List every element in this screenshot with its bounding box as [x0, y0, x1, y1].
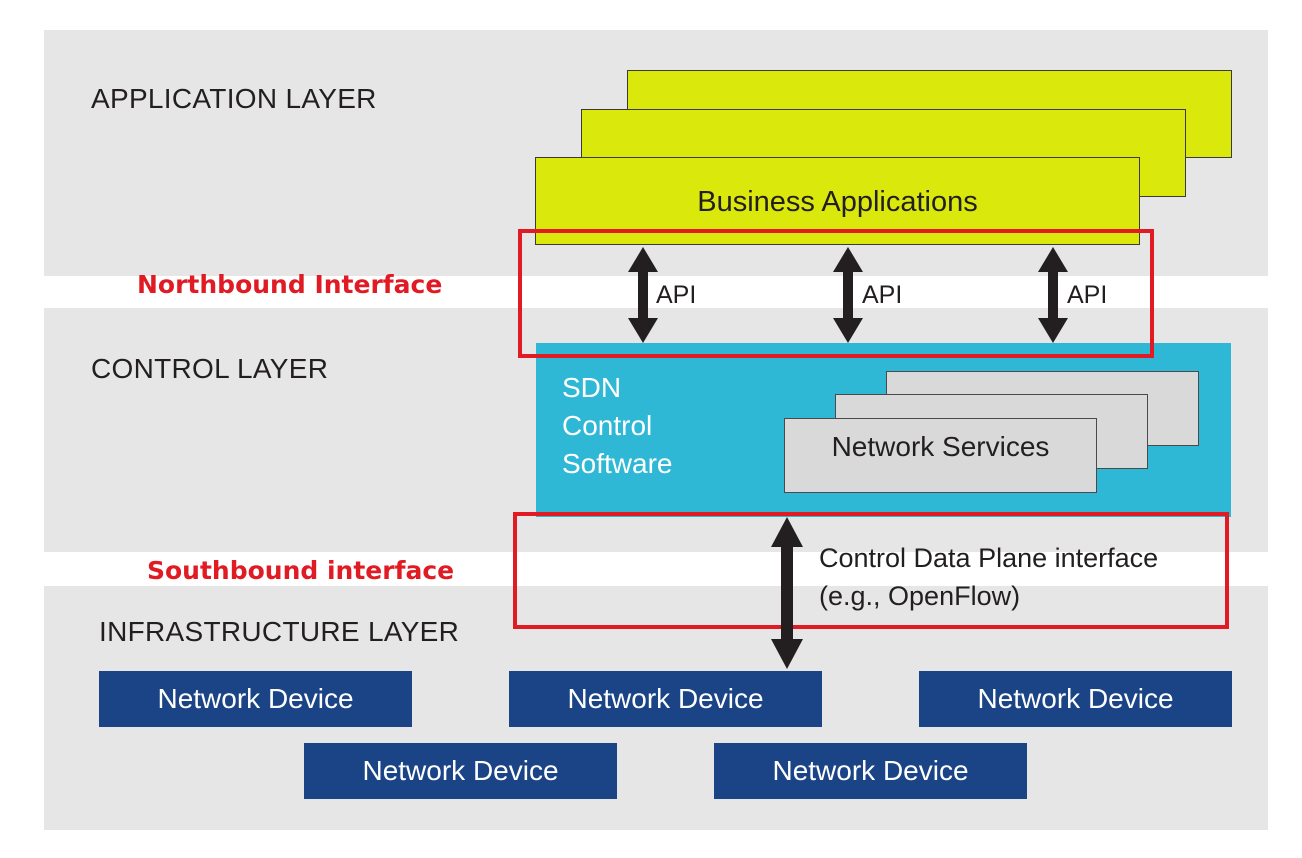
- control-data-plane-line-2: (e.g., OpenFlow): [819, 581, 1021, 611]
- api-arrow-3: [1038, 247, 1068, 343]
- sdn-label-line-2: Control: [562, 410, 653, 441]
- api-arrow-1: [628, 247, 658, 343]
- northbound-interface-box: [518, 229, 1154, 358]
- southbound-interface-label: Southbound interface: [147, 556, 455, 585]
- network-device-4: Network Device: [304, 743, 617, 799]
- network-device-1: Network Device: [99, 671, 412, 727]
- api-arrow-2: [833, 247, 863, 343]
- network-services-label: Network Services: [831, 431, 1050, 462]
- control-data-plane-label: Control Data Plane interface (e.g., Open…: [819, 539, 1158, 615]
- api-label-3: API: [1067, 281, 1108, 309]
- sdn-control-software-label: SDN Control Software: [562, 369, 673, 483]
- network-device-5: Network Device: [714, 743, 1027, 799]
- api-label-2: API: [862, 281, 903, 309]
- control-data-plane-arrow: [771, 517, 803, 669]
- sdn-label-line-1: SDN: [562, 372, 622, 403]
- business-applications-label: Business Applications: [697, 186, 978, 218]
- api-label-1: API: [656, 281, 697, 309]
- application-layer-label: APPLICATION LAYER: [91, 83, 377, 114]
- network-device-3: Network Device: [919, 671, 1232, 727]
- control-layer-label: CONTROL LAYER: [91, 353, 329, 384]
- infrastructure-layer-label: INFRASTRUCTURE LAYER: [99, 616, 460, 647]
- northbound-interface-label: Northbound Interface: [137, 270, 443, 299]
- sdn-label-line-3: Software: [562, 448, 673, 479]
- network-device-2: Network Device: [509, 671, 822, 727]
- network-services-card-front: Network Services: [784, 418, 1097, 493]
- control-data-plane-line-1: Control Data Plane interface: [819, 543, 1159, 573]
- southbound-interface-box: [513, 512, 1229, 629]
